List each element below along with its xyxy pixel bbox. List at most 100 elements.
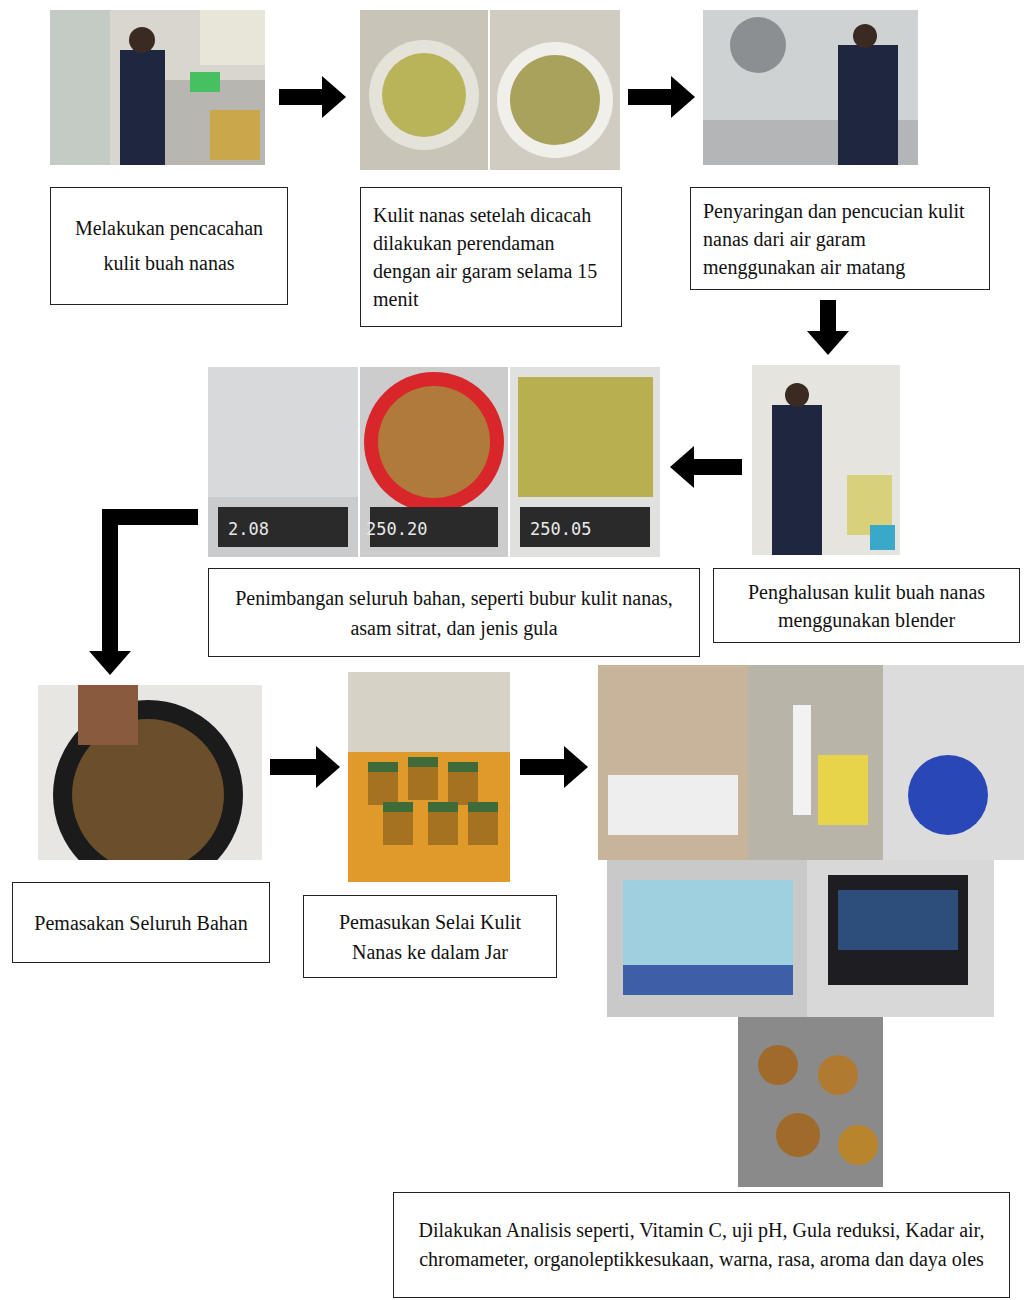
photo-shape	[383, 802, 413, 812]
photo-shape	[607, 860, 807, 1017]
photo-shape	[428, 807, 458, 845]
flow-arrow	[279, 76, 346, 118]
step-caption: Melakukan pencacahan kulit buah nanas	[63, 211, 275, 281]
flow-arrow	[520, 746, 588, 788]
photo-shape	[448, 767, 478, 805]
photo-shape	[518, 377, 653, 497]
flow-arrow	[89, 517, 198, 675]
photo-shape	[623, 965, 793, 995]
photo-shape	[208, 367, 358, 497]
arrow-shaft	[279, 89, 322, 105]
arrow-head	[670, 446, 694, 488]
process-step: Melakukan pencacahan kulit buah nanas	[50, 10, 288, 305]
photo-shape	[190, 72, 220, 92]
photo-shape	[807, 860, 994, 1017]
step-photo	[360, 10, 620, 170]
caption-box: Melakukan pencacahan kulit buah nanas	[50, 187, 288, 305]
process-step: Pemasukan Selai Kulit Nanas ke dalam Jar	[303, 672, 557, 978]
process-step: Penimbangan seluruh bahan, seperti bubur…	[208, 367, 700, 657]
photo-shape	[785, 383, 809, 407]
photo-shape	[200, 10, 265, 65]
photo-shape	[360, 10, 488, 170]
photo-shape	[368, 767, 398, 805]
process-step: Penghalusan kulit buah nanas menggunakan…	[713, 365, 1020, 643]
photo-shape	[510, 55, 600, 145]
step-caption: Penyaringan dan pencucian kulit nanas da…	[703, 197, 977, 281]
photo-shape	[383, 807, 413, 845]
step-photo	[703, 10, 918, 165]
photo-shape	[50, 10, 265, 165]
photo-shape	[838, 890, 958, 950]
photo-shape	[382, 53, 466, 137]
scale-reading: 250.20	[366, 519, 427, 539]
photo-shape	[520, 507, 650, 547]
photo-shape	[408, 757, 438, 767]
scale-reading: 250.05	[530, 519, 591, 539]
arrow-head	[89, 651, 131, 675]
photo-shape	[703, 10, 918, 165]
photo-shape	[772, 405, 822, 555]
arrow-head	[807, 331, 849, 355]
caption-box: Penimbangan seluruh bahan, seperti bubur…	[208, 568, 700, 657]
photo-shape	[120, 50, 165, 165]
step-caption: Pemasukan Selai Kulit Nanas ke dalam Jar	[316, 907, 544, 967]
step-caption: Penghalusan kulit buah nanas menggunakan…	[726, 578, 1007, 634]
photo-shape	[408, 762, 438, 800]
photo-shape	[348, 752, 510, 882]
step-photo	[348, 672, 510, 882]
flow-arrow	[670, 446, 742, 488]
photo-shape	[50, 10, 110, 165]
photo-shape	[78, 685, 138, 745]
photo-shape	[348, 672, 510, 752]
photo-shape	[468, 807, 498, 845]
arrow-shaft	[520, 759, 564, 775]
arrow-shaft	[110, 517, 198, 651]
photo-shape	[468, 802, 498, 812]
photo-shape	[160, 80, 265, 165]
flow-arrow	[628, 76, 695, 118]
photo-shape	[752, 365, 900, 555]
photo-shape	[598, 665, 748, 860]
process-step: Kulit nanas setelah dicacah dilakukan pe…	[360, 10, 622, 327]
photo-shape	[870, 525, 895, 550]
photo-shape	[838, 45, 898, 165]
photo-shape	[776, 1113, 820, 1157]
photo-shape	[369, 40, 479, 150]
flow-arrow	[807, 300, 849, 355]
photo-shape	[368, 762, 398, 772]
photo-shape	[208, 367, 358, 557]
photo-shape	[748, 665, 883, 860]
flow-arrow	[270, 746, 340, 788]
photo-shape	[210, 110, 260, 160]
caption-box: Penyaringan dan pencucian kulit nanas da…	[690, 187, 990, 290]
photo-shape	[818, 755, 868, 825]
photo-shape	[448, 762, 478, 772]
arrow-shaft	[820, 300, 836, 331]
photo-shape	[608, 775, 738, 835]
step-caption: Dilakukan Analisis seperti, Vitamin C, u…	[406, 1216, 997, 1274]
step-caption: Kulit nanas setelah dicacah dilakukan pe…	[373, 201, 609, 313]
step-caption: Penimbangan seluruh bahan, seperti bubur…	[221, 583, 687, 643]
process-step: Dilakukan Analisis seperti, Vitamin C, u…	[393, 665, 1024, 1298]
photo-shape	[490, 10, 620, 170]
arrow-shaft	[270, 759, 316, 775]
arrow-head	[322, 76, 346, 118]
arrow-shaft	[694, 459, 742, 475]
process-step: Penyaringan dan pencucian kulit nanas da…	[690, 10, 990, 290]
photo-shape	[360, 367, 508, 557]
photo-shape	[364, 372, 504, 512]
photo-shape	[129, 27, 155, 53]
photo-shape	[497, 42, 613, 158]
photo-shape	[838, 1125, 878, 1165]
photo-shape	[730, 17, 786, 73]
step-photo	[598, 665, 1024, 1187]
step-photo	[208, 367, 660, 557]
photo-shape	[510, 367, 660, 557]
photo-shape	[908, 755, 988, 835]
process-step: Pemasakan Seluruh Bahan	[12, 685, 270, 963]
arrow-shaft	[628, 89, 671, 105]
arrow-head	[564, 746, 588, 788]
step-photo	[752, 365, 900, 555]
photo-shape	[793, 705, 811, 815]
